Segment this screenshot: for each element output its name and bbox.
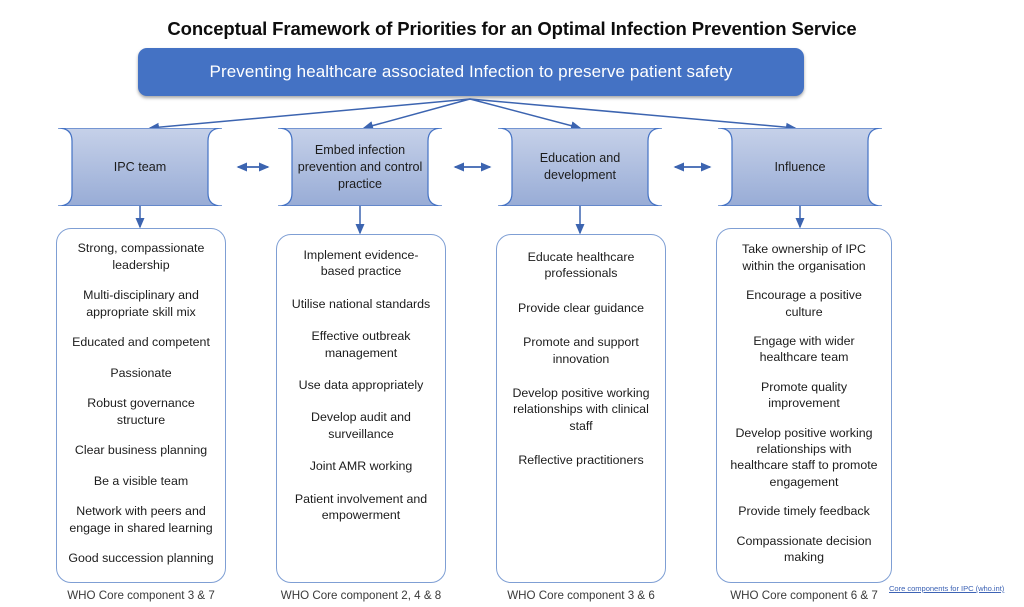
banner-box: Preventing healthcare associated Infecti… <box>138 48 804 96</box>
header-box-2[interactable]: Education and development <box>498 128 662 206</box>
header-label-3: Influence <box>774 159 826 174</box>
list-item: Develop positive working relationships w… <box>512 386 650 433</box>
header-shape-icon <box>718 128 882 206</box>
list-item: Take ownership of IPC within the organis… <box>742 242 866 273</box>
banner-text: Preventing healthcare associated Infecti… <box>209 62 733 81</box>
header-box-0[interactable]: IPC team <box>58 128 222 206</box>
header-label-0: IPC team <box>113 159 167 174</box>
list-item: Robust governance structure <box>87 396 195 427</box>
list-item: Clear business planning <box>74 443 208 458</box>
list-item: Compassionate decision making <box>736 533 872 565</box>
list-item: Promote quality improvement <box>760 379 848 411</box>
list-item: Reflective practitioners <box>518 453 644 468</box>
header-label-1: Embed infection prevention and control p… <box>297 142 423 191</box>
list-item: Use data appropriately <box>298 378 424 393</box>
list-item: Network with peers and engage in shared … <box>69 504 213 535</box>
list-item: Educated and competent <box>72 335 210 350</box>
footer-note-0: WHO Core component 3 & 7 <box>67 589 215 602</box>
list-item: Provide timely feedback <box>738 504 870 519</box>
list-item: Implement evidence-based practice <box>303 248 419 279</box>
list-item: Utilise national standards <box>291 296 431 311</box>
header-label-2: Education and development <box>539 151 621 182</box>
header-box-1[interactable]: Embed infection prevention and control p… <box>278 128 442 206</box>
who-source-link[interactable]: Core components for IPC (who.int) <box>889 584 1005 593</box>
list-box-0: Strong, compassionate leadership Multi-d… <box>56 228 226 583</box>
list-item: Strong, compassionate leadership <box>77 241 205 272</box>
header-box-3[interactable]: Influence <box>718 128 882 206</box>
list-item: Engage with wider healthcare team <box>753 334 855 365</box>
list-box-1: Implement evidence-based practice Utilis… <box>276 234 446 583</box>
list-item: Educate healthcare professionals <box>527 250 635 281</box>
footer-note-1: WHO Core component 2, 4 & 8 <box>280 589 442 602</box>
header-shape-icon <box>498 128 662 206</box>
list-item: Be a visible team <box>93 473 189 488</box>
page-title: Conceptual Framework of Priorities for a… <box>167 18 857 39</box>
list-item: Encourage a positive culture <box>746 288 862 319</box>
footer-note-3: WHO Core component 6 & 7 <box>730 589 878 602</box>
header-shape-icon <box>278 128 442 206</box>
list-box-2: Educate healthcare professionals Provide… <box>496 234 666 583</box>
list-item: Joint AMR working <box>309 459 413 474</box>
list-item: Good succession planning <box>68 551 214 566</box>
list-item: Passionate <box>110 365 172 380</box>
list-item: Multi-disciplinary and appropriate skill… <box>83 288 199 319</box>
list-item: Promote and support innovation <box>523 335 639 366</box>
footer-note-2: WHO Core component 3 & 6 <box>507 589 655 602</box>
list-item: Effective outbreak management <box>311 329 411 360</box>
header-shape-icon <box>58 128 222 206</box>
list-item: Develop positive working relationships w… <box>730 425 878 489</box>
list-item: Develop audit and surveillance <box>311 410 411 441</box>
list-item: Provide clear guidance <box>517 300 645 315</box>
list-item: Patient involvement and empowerment <box>294 491 428 523</box>
list-box-3: Take ownership of IPC within the organis… <box>716 228 892 583</box>
